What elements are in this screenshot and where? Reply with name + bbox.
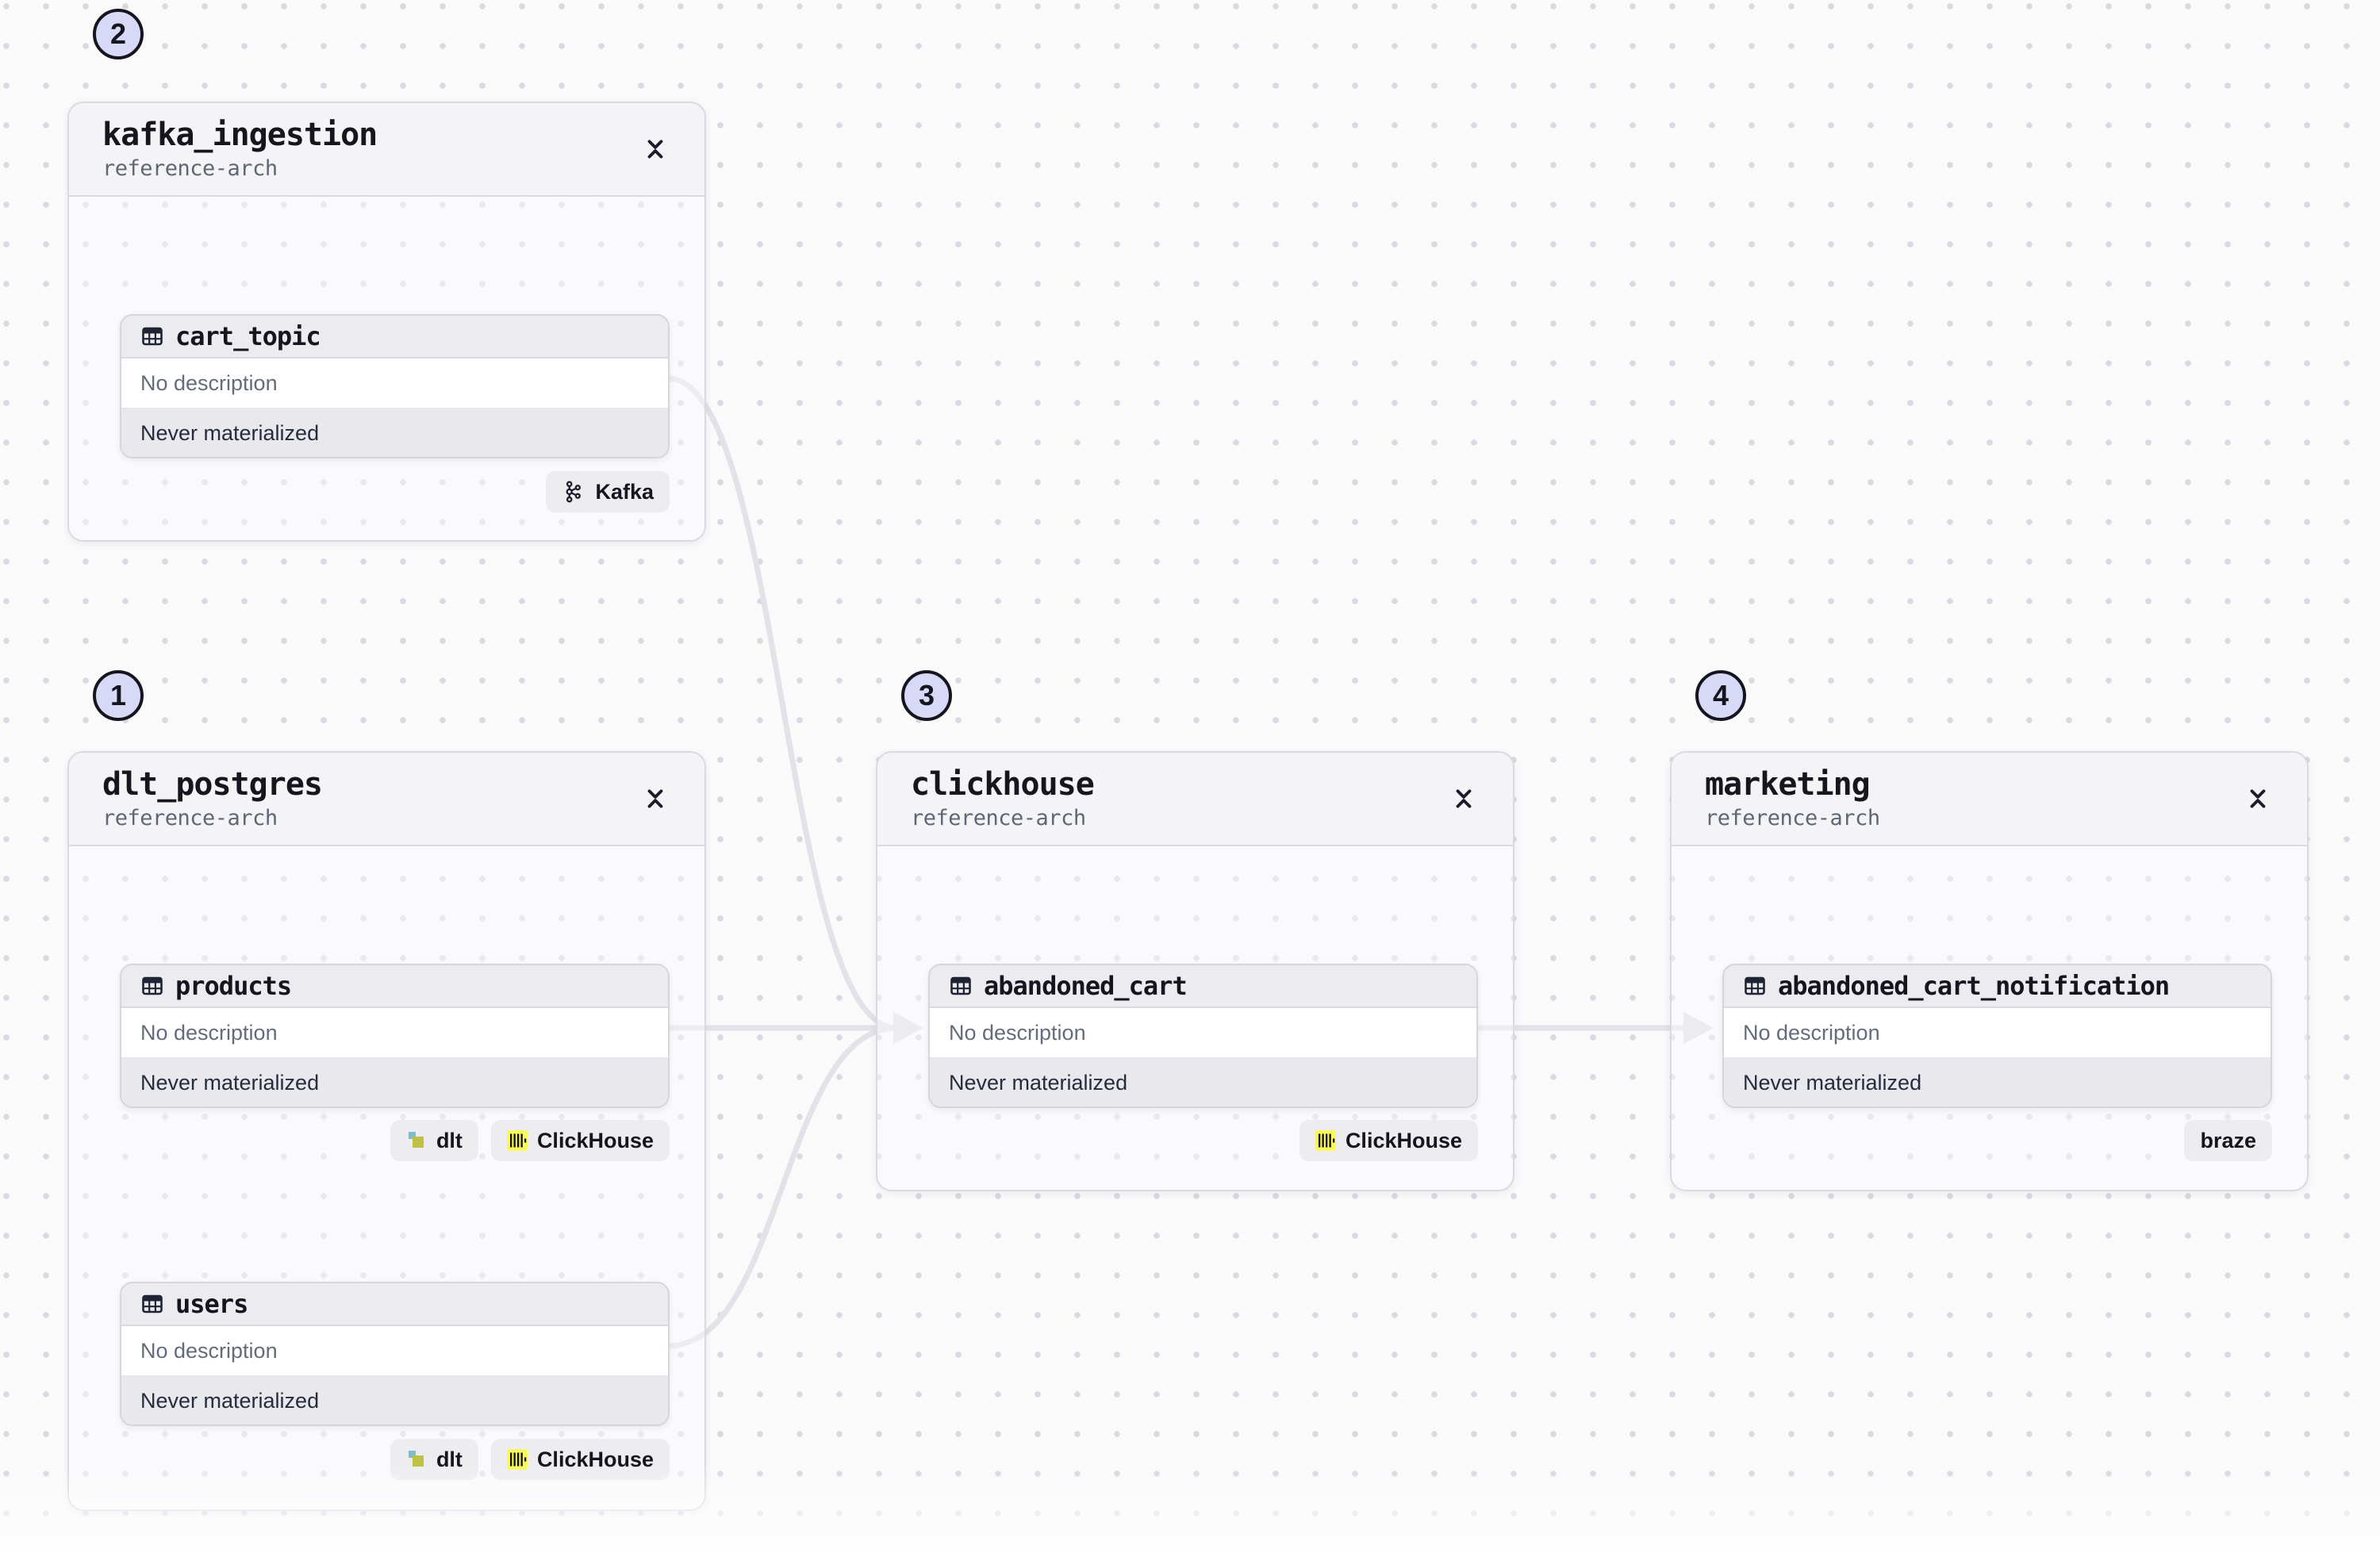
asset-status: Never materialized — [121, 1377, 668, 1425]
clickhouse-badge: ClickHouse — [1299, 1120, 1478, 1161]
kafka-badge: Kafka — [546, 471, 670, 512]
table-icon — [1745, 976, 1765, 995]
group-title: marketing — [1705, 766, 1871, 803]
asset-card-header: products — [121, 965, 668, 1008]
group-header-text: dlt_postgres reference-arch — [102, 766, 323, 830]
collapse-icon — [1456, 789, 1472, 808]
group-header: marketing reference-arch — [1672, 753, 2307, 846]
badge-label: dlt — [436, 1447, 463, 1471]
asset-card-header: cart_topic — [121, 316, 668, 359]
group-dlt-postgres[interactable]: dlt_postgres reference-arch products No … — [67, 751, 706, 1511]
group-marketing[interactable]: marketing reference-arch abandoned_cart_… — [1670, 751, 2309, 1191]
dlt-icon — [408, 1451, 424, 1467]
step-number: 1 — [109, 679, 127, 711]
badge-label: braze — [2200, 1128, 2256, 1152]
asset-card-users[interactable]: users No description Never materialized — [120, 1282, 670, 1426]
group-kafka-ingestion[interactable]: kafka_ingestion reference-arch cart_topi… — [67, 102, 706, 542]
group-subtitle: reference-arch — [911, 805, 1086, 830]
edge-cart-topic-to-abandoned-cart — [665, 375, 900, 1031]
asset-status: Never materialized — [121, 409, 668, 457]
group-subtitle: reference-arch — [102, 155, 278, 181]
asset-card-header: abandoned_cart_notification — [1724, 965, 2271, 1008]
clickhouse-icon — [506, 1130, 528, 1151]
asset-status: Never materialized — [1724, 1059, 2271, 1106]
badge-label: ClickHouse — [536, 1447, 654, 1471]
group-header: kafka_ingestion reference-arch — [69, 103, 704, 197]
clickhouse-badge: ClickHouse — [490, 1439, 670, 1480]
asset-card-abandoned-cart-notification[interactable]: abandoned_cart_notification No descripti… — [1722, 964, 2272, 1108]
collapse-button[interactable] — [1446, 781, 1481, 816]
braze-badge: braze — [2184, 1120, 2272, 1161]
table-icon — [142, 327, 163, 346]
kafka-icon — [566, 481, 582, 503]
asset-card-header: abandoned_cart — [930, 965, 1476, 1008]
collapse-button[interactable] — [2240, 781, 2275, 816]
group-title: clickhouse — [911, 766, 1095, 803]
group-header-text: kafka_ingestion reference-arch — [102, 117, 378, 181]
step-badge-2: 2 — [93, 9, 144, 59]
arrowhead-notification — [1683, 1012, 1714, 1044]
step-number: 4 — [1712, 679, 1729, 711]
asset-name: abandoned_cart — [984, 971, 1188, 1001]
badge-label: ClickHouse — [1345, 1128, 1462, 1152]
asset-name: abandoned_cart_notification — [1778, 971, 2170, 1001]
edge-users-to-abandoned-cart — [665, 1025, 900, 1349]
clickhouse-icon — [1315, 1130, 1336, 1151]
badge-row: dlt ClickHouse — [120, 1439, 670, 1480]
asset-description: No description — [1724, 1008, 2271, 1059]
badge-label: Kafka — [595, 479, 654, 504]
group-title: dlt_postgres — [102, 766, 323, 803]
asset-card-products[interactable]: products No description Never materializ… — [120, 964, 670, 1108]
step-badge-1: 1 — [93, 670, 144, 721]
arrowhead-abandoned-cart — [893, 1012, 923, 1044]
asset-card-header: users — [121, 1283, 668, 1326]
group-header-text: clickhouse reference-arch — [911, 766, 1095, 830]
dlt-icon — [408, 1132, 424, 1148]
step-badge-4: 4 — [1695, 670, 1746, 721]
asset-status: Never materialized — [930, 1059, 1476, 1106]
asset-name: cart_topic — [175, 321, 321, 351]
badge-row: Kafka — [120, 471, 670, 512]
asset-name: users — [175, 1289, 248, 1319]
group-subtitle: reference-arch — [1705, 805, 1880, 830]
collapse-icon — [2250, 789, 2266, 808]
table-icon — [142, 976, 163, 995]
clickhouse-icon — [506, 1449, 528, 1470]
badge-row: braze — [1722, 1120, 2272, 1161]
asset-card-abandoned-cart[interactable]: abandoned_cart No description Never mate… — [928, 964, 1478, 1108]
group-clickhouse[interactable]: clickhouse reference-arch abandoned_cart… — [876, 751, 1514, 1191]
step-badge-3: 3 — [901, 670, 952, 721]
asset-description: No description — [121, 359, 668, 409]
badge-row: ClickHouse — [928, 1120, 1478, 1161]
asset-description: No description — [930, 1008, 1476, 1059]
collapse-icon — [647, 789, 663, 808]
collapse-button[interactable] — [638, 781, 673, 816]
badge-row: dlt ClickHouse — [120, 1120, 670, 1161]
asset-name: products — [175, 971, 292, 1001]
collapse-icon — [647, 140, 663, 159]
group-header: clickhouse reference-arch — [877, 753, 1513, 846]
asset-description: No description — [121, 1326, 668, 1377]
asset-description: No description — [121, 1008, 668, 1059]
group-title: kafka_ingestion — [102, 117, 378, 154]
step-number: 2 — [109, 17, 127, 50]
asset-card-cart-topic[interactable]: cart_topic No description Never material… — [120, 314, 670, 458]
dlt-badge: dlt — [390, 1439, 478, 1480]
group-subtitle: reference-arch — [102, 805, 278, 830]
group-header: dlt_postgres reference-arch — [69, 753, 704, 846]
step-number: 3 — [918, 679, 935, 711]
table-icon — [142, 1294, 163, 1313]
dlt-badge: dlt — [390, 1120, 478, 1161]
asset-status: Never materialized — [121, 1059, 668, 1106]
table-icon — [950, 976, 971, 995]
badge-label: ClickHouse — [536, 1128, 654, 1152]
badge-label: dlt — [436, 1128, 463, 1152]
collapse-button[interactable] — [638, 132, 673, 167]
group-header-text: marketing reference-arch — [1705, 767, 1880, 830]
clickhouse-badge: ClickHouse — [490, 1120, 670, 1161]
